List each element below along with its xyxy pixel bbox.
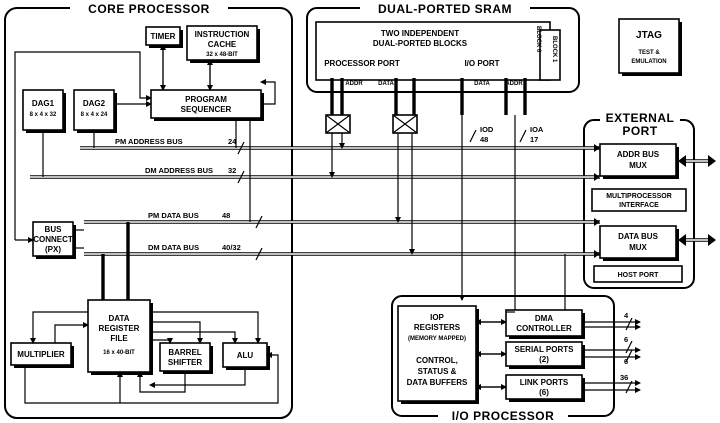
link-ports-block <box>505 374 583 400</box>
data-register-file-block <box>87 299 151 373</box>
external-port-title-1: EXTERNAL <box>606 111 675 125</box>
link-ports-label-1: LINK PORTS <box>520 378 569 387</box>
iop-registers-label-1: IOP <box>430 313 444 322</box>
dma-controller-label-1: DMA <box>535 314 553 323</box>
processor-port-data: DATA <box>378 81 394 87</box>
bus-connect-label-1: BUS <box>45 225 63 234</box>
addr-bus-mux-block <box>599 143 677 177</box>
serial-pin-count-a: 6 <box>624 335 628 344</box>
ioa-label: IOA <box>530 125 544 134</box>
bus-connect-label-2: CONNECT <box>33 235 73 244</box>
external-port-title-2: PORT <box>622 124 658 138</box>
control-status-label-3: DATA BUFFERS <box>407 378 468 387</box>
io-processor-title: I/O PROCESSOR <box>452 409 555 423</box>
control-status-label-1: CONTROL, <box>416 356 458 365</box>
iop-registers-label-3: (MEMORY MAPPED) <box>408 336 466 342</box>
sram-block1-label: BLOCK 1 <box>551 36 557 63</box>
sram-blocks-label-2: DUAL-PORTED BLOCKS <box>373 39 468 48</box>
data-register-file-label-3: FILE <box>110 334 128 343</box>
barrel-shifter-label-1: BARREL <box>168 348 201 357</box>
host-port-block <box>593 265 683 283</box>
multiprocessor-interface-label-2: INTERFACE <box>619 202 659 209</box>
link-pin-count: 36 <box>620 373 628 382</box>
dm-data-bus-width: 40/32 <box>222 243 241 252</box>
data-bus-mux-label-1: DATA BUS <box>618 232 659 241</box>
jtag-label: JTAG <box>636 30 662 41</box>
dm-data-bus-label: DM DATA BUS <box>148 243 199 252</box>
addr-bus-mux-label-2: MUX <box>629 161 647 170</box>
pm-address-bus-label: PM ADDRESS BUS <box>115 137 183 146</box>
barrel-shifter-block <box>159 342 211 372</box>
sram-block0 <box>315 21 551 81</box>
pm-data-bus-width: 48 <box>222 211 230 220</box>
sram-block0-label: BLOCK 0 <box>535 26 541 53</box>
host-port-label: HOST PORT <box>618 272 660 279</box>
dma-controller-label-2: CONTROLLER <box>516 324 572 333</box>
dag2-size: 8 x 4 x 24 <box>81 112 108 118</box>
bus-connect-block <box>32 221 74 257</box>
data-register-file-size: 16 x 40-BIT <box>103 350 135 356</box>
sram-blocks-label-1: TWO INDEPENDENT <box>381 29 459 38</box>
dm-address-bus-width: 32 <box>228 166 236 175</box>
iod-width: 48 <box>480 135 488 144</box>
jtag-block <box>618 18 680 74</box>
multiplier-block <box>10 342 72 366</box>
io-port-addr: ADDR <box>505 81 523 87</box>
program-sequencer-label-2: SEQUENCER <box>181 105 232 114</box>
serial-ports-label-1: SERIAL PORTS <box>515 345 575 354</box>
iod-label: IOD <box>480 125 494 134</box>
dag2-block <box>73 89 115 131</box>
instruction-cache-size: 32 x 48-BIT <box>206 52 238 58</box>
instruction-cache-label-2: CACHE <box>208 40 237 49</box>
pm-data-bus-label: PM DATA BUS <box>148 211 199 220</box>
multiprocessor-interface-block <box>591 188 687 212</box>
program-sequencer-block <box>150 89 262 119</box>
io-port-data: DATA <box>474 81 490 87</box>
jtag-label-2: TEST & <box>638 50 660 56</box>
dma-controller-block <box>505 309 583 337</box>
link-ports-label-2: (6) <box>539 388 549 397</box>
serial-ports-block <box>505 341 583 367</box>
serial-pin-count-b: 6 <box>624 357 628 366</box>
dag2-label: DAG2 <box>83 99 106 108</box>
addr-bus-mux-label-1: ADDR BUS <box>617 150 660 159</box>
pm-address-bus-width: 24 <box>228 137 237 146</box>
data-register-file-label-1: DATA <box>108 314 129 323</box>
iop-registers-block <box>397 305 477 402</box>
dm-address-bus-label: DM ADDRESS BUS <box>145 166 213 175</box>
serial-ports-label-2: (2) <box>539 355 549 364</box>
jtag-label-3: EMULATION <box>631 59 666 65</box>
multiplier-label: MULTIPLIER <box>17 350 65 359</box>
barrel-shifter-label-2: SHIFTER <box>168 358 202 367</box>
timer-label: TIMER <box>151 32 176 41</box>
iop-registers-label-2: REGISTERS <box>414 323 461 332</box>
dag1-size: 8 x 4 x 32 <box>30 112 57 118</box>
core-processor-title: CORE PROCESSOR <box>88 2 210 16</box>
sram-block1 <box>539 29 561 81</box>
data-bus-mux-block <box>599 225 677 259</box>
instruction-cache-block <box>186 25 258 61</box>
instruction-cache-label-1: INSTRUCTION <box>195 30 250 39</box>
processor-port-label: PROCESSOR PORT <box>324 59 400 68</box>
data-bus-mux-label-2: MUX <box>629 243 647 252</box>
dual-ported-sram-title: DUAL-PORTED SRAM <box>378 2 512 16</box>
io-port-label: I/O PORT <box>464 59 499 68</box>
multiprocessor-interface-label-1: MULTIPROCESSOR <box>606 193 672 200</box>
dag1-label: DAG1 <box>32 99 55 108</box>
data-register-file-label-2: REGISTER <box>99 324 140 333</box>
dag1-block <box>22 89 64 131</box>
control-status-label-2: STATUS & <box>418 367 457 376</box>
program-sequencer-label-1: PROGRAM <box>185 95 227 104</box>
ioa-width: 17 <box>530 135 538 144</box>
bus-connect-label-3: (PX) <box>45 245 61 254</box>
processor-port-addr: ADDR <box>345 81 363 87</box>
alu-label: ALU <box>237 351 254 360</box>
dma-pin-count: 4 <box>624 311 629 320</box>
